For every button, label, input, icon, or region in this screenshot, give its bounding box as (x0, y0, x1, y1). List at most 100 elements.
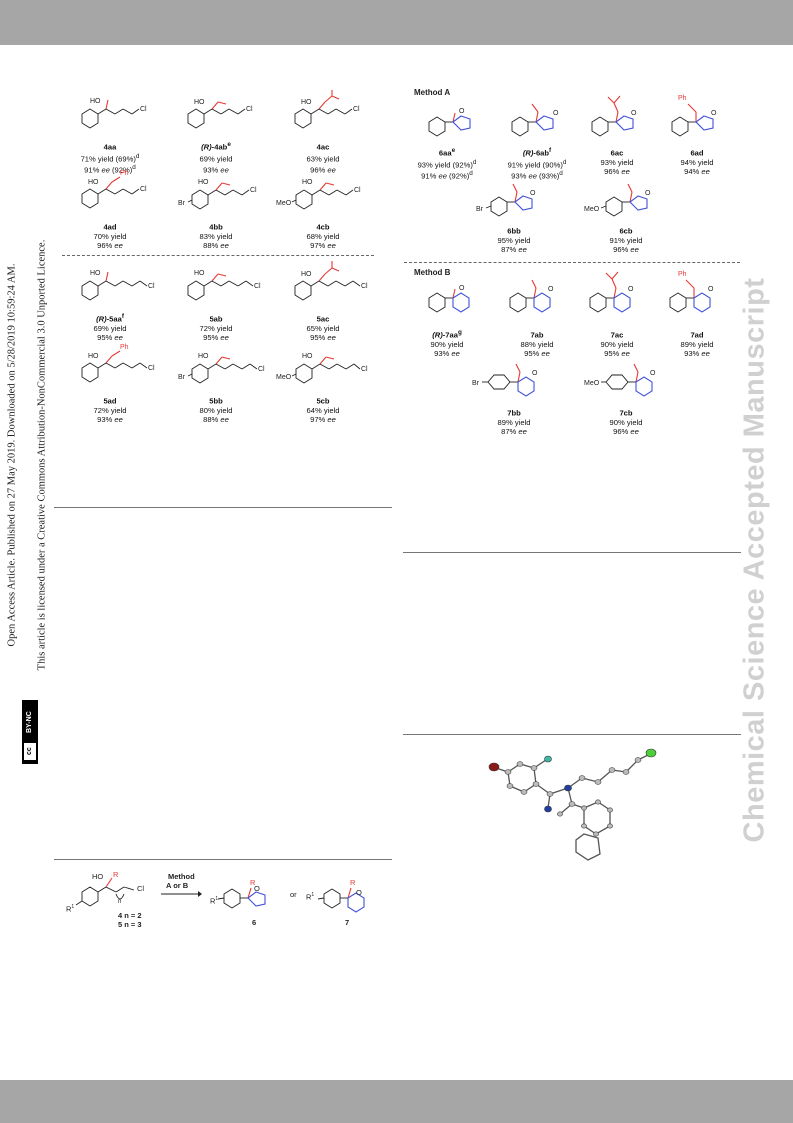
svg-text:Ph: Ph (678, 271, 687, 278)
journal-watermark: Chemical Science Accepted Manuscript (738, 277, 771, 843)
method-b-heading: Method B (414, 268, 451, 277)
product-7-r1: R1 (306, 892, 315, 902)
svg-text:HO: HO (88, 353, 99, 360)
structure-7ad: PhO (669, 271, 714, 313)
structure-5ab: HO Cl (187, 270, 261, 301)
cc-logo-icon: cc (24, 743, 36, 760)
method-a-heading: Method A (414, 88, 451, 97)
product-6-o: O (254, 884, 260, 893)
rule-left-2 (54, 859, 392, 860)
svg-text:Cl: Cl (354, 187, 361, 194)
svg-text:HO: HO (194, 270, 205, 277)
svg-text:Br: Br (476, 206, 484, 213)
scheme-r: R (113, 870, 119, 879)
scheme-cond-4: 4 n = 2 (118, 911, 142, 920)
svg-text:Cl: Cl (140, 186, 147, 193)
structure-6aa: O (428, 108, 471, 137)
cc-licence-badge[interactable]: cc BY-NC (22, 700, 38, 764)
svg-text:MeO: MeO (276, 200, 292, 207)
svg-text:O: O (553, 110, 559, 117)
compound-label-6ab: (R)-6abf 91% yield (90%)d 93% ee (93%)d (507, 147, 567, 181)
svg-text:Cl: Cl (140, 106, 147, 113)
product-6-r: R (250, 878, 256, 887)
open-access-line: Open Access Article. Published on 27 May… (6, 263, 18, 647)
svg-text:HO: HO (302, 179, 313, 186)
svg-text:O: O (459, 108, 465, 115)
svg-text:Ph: Ph (120, 344, 129, 351)
bromine-atom-ellipsoid (488, 762, 500, 772)
cc-badge-text: BY-NC (26, 711, 33, 733)
structure-6ab: O (511, 103, 559, 137)
svg-text:O: O (459, 285, 465, 292)
product-6-label: 6 (252, 918, 257, 927)
structure-6ad: PhO (671, 95, 717, 137)
svg-text:Br: Br (178, 374, 186, 381)
svg-text:HO: HO (88, 179, 99, 186)
svg-text:HO: HO (198, 179, 209, 186)
rule-right-1 (403, 552, 741, 553)
svg-text:Br: Br (472, 380, 480, 387)
substrate-structure (75, 877, 135, 907)
svg-text:O: O (650, 370, 656, 377)
compound-label-4aa: 4aa 71% yield (69%)d 91% ee (92%)d (80, 142, 140, 175)
svg-text:Ph: Ph (120, 170, 129, 177)
product-7-o: O (356, 888, 362, 897)
svg-text:HO: HO (90, 98, 101, 105)
structure-6ac: O (591, 95, 637, 137)
footer-band (0, 1080, 793, 1123)
structure-5ac: HO Cl (294, 261, 368, 301)
structure-4cb: MeO HO Cl (276, 179, 361, 210)
structure-6bb: Br O (476, 183, 536, 217)
svg-text:Cl: Cl (250, 187, 257, 194)
svg-text:O: O (548, 286, 554, 293)
scheme-r1: R1 (66, 904, 75, 914)
rule-right-2 (403, 734, 741, 735)
svg-text:Cl: Cl (246, 106, 253, 113)
structure-6cb: MeO O (584, 183, 651, 217)
svg-text:Cl: Cl (254, 283, 261, 290)
scheme-method-label: Method (168, 872, 195, 881)
structure-7ab: O (509, 279, 554, 313)
chlorine-atom-ellipsoid (645, 748, 657, 758)
product-6-r1: R1 (210, 896, 219, 906)
svg-text:HO: HO (301, 271, 312, 278)
fluorine-atom-ellipsoid (544, 755, 552, 763)
scheme-n: n (118, 899, 122, 905)
licence-line: This article is licensed under a Creativ… (36, 239, 48, 671)
rule-left-1 (54, 507, 392, 508)
svg-text:O: O (711, 110, 717, 117)
svg-text:Cl: Cl (361, 366, 368, 373)
header-band (0, 0, 793, 45)
structure-7aa: O (428, 285, 470, 313)
svg-text:Cl: Cl (353, 106, 360, 113)
svg-text:Cl: Cl (361, 283, 368, 290)
svg-text:Cl: Cl (258, 366, 265, 373)
svg-text:Cl: Cl (148, 283, 155, 290)
svg-text:O: O (631, 110, 637, 117)
svg-text:MeO: MeO (584, 206, 600, 213)
svg-text:O: O (530, 190, 536, 197)
compound-label-4ab: (R)-4abe 69% yield 93% ee (199, 141, 233, 175)
